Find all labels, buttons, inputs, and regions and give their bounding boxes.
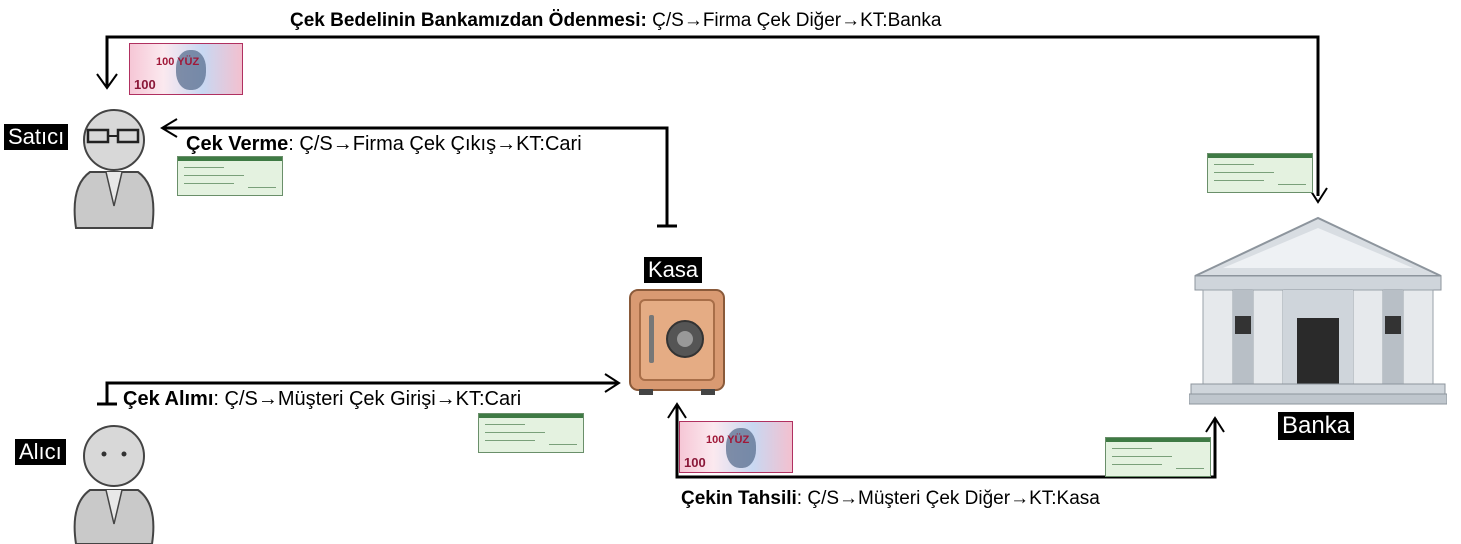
banknote-bottom-center: 100 YÜZ [706,434,750,446]
seller-person-icon [73,109,155,229]
check-icon [1105,437,1211,477]
portrait-icon [176,50,206,90]
safe-label: Kasa [644,257,703,283]
check-issue-label: Çek Verme: Ç/S→Firma Çek Çıkış→KT:Cari [186,133,582,155]
check-receive-arrowhead [604,373,621,393]
bank-building-icon [1189,216,1447,405]
buyer-person-icon [73,425,155,544]
collection-line [675,405,1217,479]
check-icon [478,413,584,453]
bank-payment-label: Çek Bedelinin Bankamızdan Ödenmesi: Ç/S→… [290,10,941,32]
bank-payment-arrowhead-satici [96,73,118,90]
check-issue-title: Çek Verme [186,133,289,155]
bank-payment-line [105,35,1320,196]
collection-title: Çekin Tahsili [681,488,797,509]
bank-payment-title: Çek Bedelinin Bankamızdan Ödenmesi: [290,10,647,31]
seller-label: Satıcı [4,124,69,150]
portrait-icon [726,428,756,468]
check-icon [177,156,283,196]
banknote-bottom: 100 YÜZ 100 [679,421,793,473]
check-issue-detail: : Ç/S→Firma Çek Çıkış→KT:Cari [288,133,582,155]
check-receive-label: Çek Alımı: Ç/S→Müşteri Çek Girişi→KT:Car… [123,388,521,410]
check-receive-detail: : Ç/S→Müşteri Çek Girişi→KT:Cari [213,388,522,410]
check-receive-line [105,381,617,403]
safe-icon [629,289,725,395]
collection-arrowhead-kasa [667,402,687,419]
banknote-top: 100 YÜZ 100 [129,43,243,95]
bank-label: Banka [1278,412,1355,440]
check-receive-title: Çek Alımı [123,388,214,410]
banknote-bottom-value: 100 [684,455,706,470]
collection-label: Çekin Tahsili: Ç/S→Müşteri Çek Diğer→KT:… [681,488,1100,510]
check-issue-arrowhead [160,118,178,138]
banknote-top-value: 100 [134,77,156,92]
bank-payment-detail: Ç/S→Firma Çek Diğer→KT:Banka [646,10,942,31]
collection-detail: : Ç/S→Müşteri Çek Diğer→KT:Kasa [796,488,1100,509]
buyer-label: Alıcı [15,439,66,465]
check-icon [1207,153,1313,193]
check-issue-line [164,126,669,225]
banknote-top-center: 100 YÜZ [156,56,200,68]
collection-arrowhead-bank [1205,416,1225,433]
